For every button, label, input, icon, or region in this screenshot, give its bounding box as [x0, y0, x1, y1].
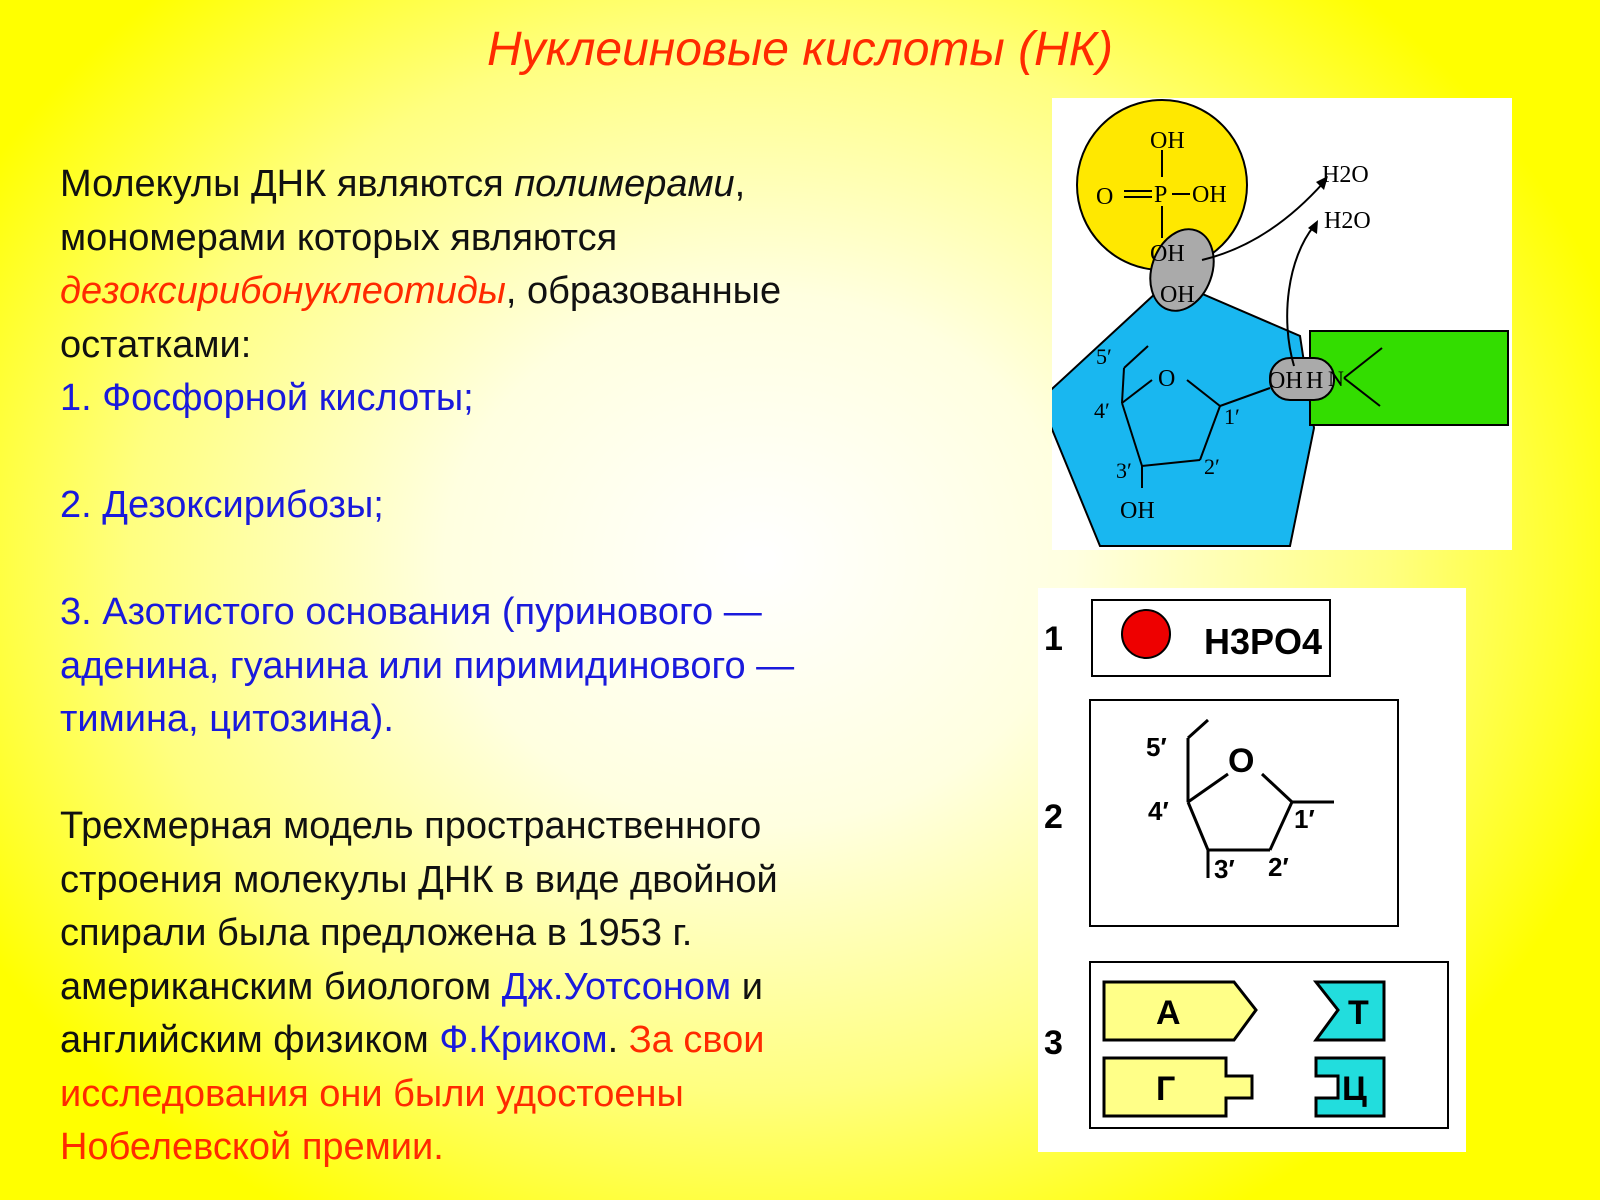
sugar-oh-top: OH: [1160, 282, 1195, 308]
intro-formed: , образованные: [505, 270, 782, 312]
base-link-n: N: [1328, 366, 1344, 391]
legend-c3: 3′: [1214, 854, 1235, 884]
name-crick: Ф.Криком: [439, 1019, 608, 1061]
sugar-pentagon-shape: [1052, 278, 1316, 547]
history-text: американским биологом: [60, 965, 502, 1008]
sugar-c5: 5′: [1096, 344, 1112, 369]
spacer: [60, 747, 960, 801]
sugar-c2: 2′: [1204, 454, 1220, 479]
sugar-c1: 1′: [1224, 404, 1240, 429]
name-watson: Дж.Уотсоном: [501, 965, 732, 1008]
bond-line: [1121, 402, 1143, 467]
condensation-oh-ellipse: [1149, 228, 1215, 312]
base-label-c: Ц: [1342, 1070, 1367, 1108]
intro-line-4: остатками:: [60, 323, 252, 366]
legend-ring-o: O: [1228, 742, 1254, 780]
intro-line-1: Молекулы ДНК являются полимерами,: [60, 158, 960, 212]
list-item-nitrogen-base-1: 3. Азотистого основания (пуринового —: [60, 591, 762, 633]
water-label-2: H2O: [1324, 208, 1371, 234]
legend-c5: 5′: [1146, 732, 1167, 762]
legend-box-deoxyribose: [1089, 699, 1399, 927]
sugar-oh-bottom: OH: [1120, 498, 1155, 524]
legend-number-1: 1: [1044, 620, 1063, 658]
base-label-a: А: [1156, 994, 1181, 1032]
adenine-shape-icon: [1102, 980, 1258, 1042]
bond-line: [1187, 772, 1229, 804]
history-line-3: спирали была предложена в 1953 г.: [60, 912, 693, 954]
cytosine-shape-icon: [1314, 1056, 1386, 1118]
phosphate-oh-right: OH: [1192, 182, 1227, 208]
phosphate-p: P: [1154, 182, 1167, 208]
list-item-nitrogen-base-3: тимина, цитозина).: [60, 698, 394, 740]
component-legend-svg: 1 H3PO4 2 O 5′ 4′ 1′ 3′ 2′ 3: [1044, 599, 1449, 1129]
base-link-h: H: [1306, 368, 1323, 394]
phosphate-oh-top: OH: [1150, 128, 1185, 154]
sugar-c4: 4′: [1094, 398, 1110, 423]
legend-c2: 2′: [1268, 852, 1289, 882]
history-text: .: [607, 1019, 629, 1061]
history-line-6: исследования они были удостоены: [60, 1072, 684, 1115]
list-item-phosphoric-acid: 1. Фосфорной кислоты;: [60, 377, 474, 419]
nobel-text: За свои: [628, 1019, 765, 1061]
component-legend: 1 H3PO4 2 O 5′ 4′ 1′ 3′ 2′ 3: [1038, 588, 1466, 1152]
thymine-shape-icon: [1312, 980, 1386, 1042]
bond-line: [1186, 379, 1221, 407]
slide-title: Нуклеиновые кислоты (НК): [487, 23, 1113, 76]
phosphate-dot-icon: [1121, 609, 1171, 659]
bond-line: [1121, 379, 1153, 404]
history-line-1: Трехмерная модель пространственного: [60, 805, 762, 847]
bond-line: [1123, 345, 1149, 369]
bond-line: [1186, 718, 1210, 740]
nucleotide-diagram-svg: OH O P OH OH OH H2O H2O 5′ O 4′: [1052, 99, 1509, 547]
history-line-7: Нобелевской премии.: [60, 1126, 444, 1168]
legend-c4: 4′: [1148, 796, 1169, 826]
legend-c1: 1′: [1294, 804, 1315, 834]
guanine-shape-icon: [1102, 1056, 1254, 1118]
bond-line: [1121, 367, 1125, 404]
base-label-t: Т: [1348, 994, 1369, 1032]
legend-number-2: 2: [1044, 798, 1063, 836]
slide-body: Молекулы ДНК являются полимерами, мономе…: [60, 158, 960, 1175]
arrow-head-icon: [1316, 176, 1328, 190]
bond-line: [1343, 347, 1383, 379]
list-item-deoxyribose: 2. Дезоксирибозы;: [60, 484, 384, 526]
term-polymers: полимерами: [514, 163, 735, 205]
bond-line: [1343, 377, 1381, 407]
history-line-2: строения молекулы ДНК в виде двойной: [60, 858, 778, 901]
history-line-5: английским физиком Ф.Криком. За свои: [60, 1014, 960, 1068]
bond-line: [1219, 387, 1271, 407]
spacer: [60, 533, 960, 587]
phosphate-o-left: O: [1096, 184, 1113, 210]
bond-line: [1186, 801, 1210, 851]
bond-line: [1141, 459, 1201, 467]
base-rectangle-shape: [1309, 330, 1509, 426]
intro-line-2: мономерами которых являются: [60, 216, 618, 259]
nucleotide-diagram: OH O P OH OH OH H2O H2O 5′ O 4′: [1052, 98, 1512, 550]
sugar-ring-o: O: [1158, 366, 1175, 392]
term-deoxyribonucleotides: дезоксирибонуклеотиды: [60, 270, 506, 312]
intro-text: Молекулы ДНК являются: [60, 163, 515, 205]
condensation-oh-h-ellipse: [1269, 357, 1335, 401]
base-link-oh: OH: [1268, 368, 1303, 394]
legend-number-3: 3: [1044, 1024, 1063, 1062]
intro-comma: ,: [734, 163, 746, 205]
arrow-head-icon: [1308, 220, 1318, 234]
water-arrow-line: [1286, 225, 1315, 367]
bond-line: [1260, 772, 1294, 804]
intro-line-3: дезоксирибонуклеотиды, образованные: [60, 265, 960, 319]
list-item-nitrogen-base-2: аденина, гуанина или пиримидинового —: [60, 644, 795, 687]
bond-line: [1268, 801, 1294, 851]
sugar-c3: 3′: [1116, 458, 1132, 483]
spacer: [60, 426, 960, 480]
history-line-4: американским биологом Дж.Уотсоном и: [60, 961, 960, 1015]
phosphate-oh-bottom: OH: [1150, 241, 1185, 267]
history-text: и: [731, 965, 763, 1008]
water-label-1: H2O: [1322, 162, 1369, 188]
phosphoric-acid-formula: H3PO4: [1204, 621, 1322, 662]
base-label-g: Г: [1156, 1070, 1175, 1108]
water-arrow-line: [1201, 181, 1325, 261]
bond-line: [1199, 405, 1221, 461]
history-text: английским физиком: [60, 1019, 440, 1061]
